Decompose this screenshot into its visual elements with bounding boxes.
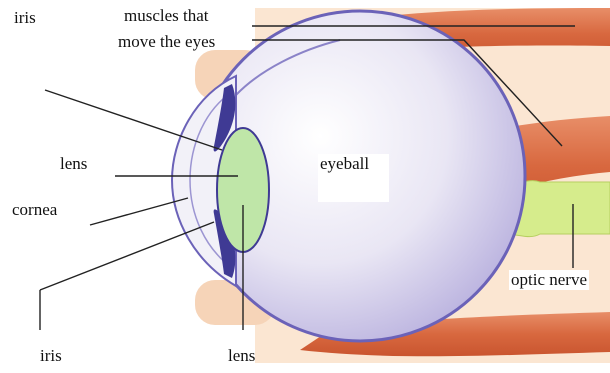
label-lens-left: lens: [60, 154, 87, 174]
label-cornea: cornea: [12, 200, 57, 220]
pointer-cornea: [90, 198, 188, 225]
label-optic-nerve: optic nerve: [509, 270, 589, 290]
label-lens-bottom: lens: [228, 346, 255, 366]
label-muscles-line1: muscles that: [124, 6, 209, 26]
label-eyeball: eyeball: [318, 154, 389, 202]
label-muscles-line2: move the eyes: [118, 32, 215, 52]
label-iris-top: iris: [14, 8, 36, 28]
label-iris-bottom: iris: [40, 346, 62, 366]
pointer-iris-bottom-2: [40, 222, 214, 290]
